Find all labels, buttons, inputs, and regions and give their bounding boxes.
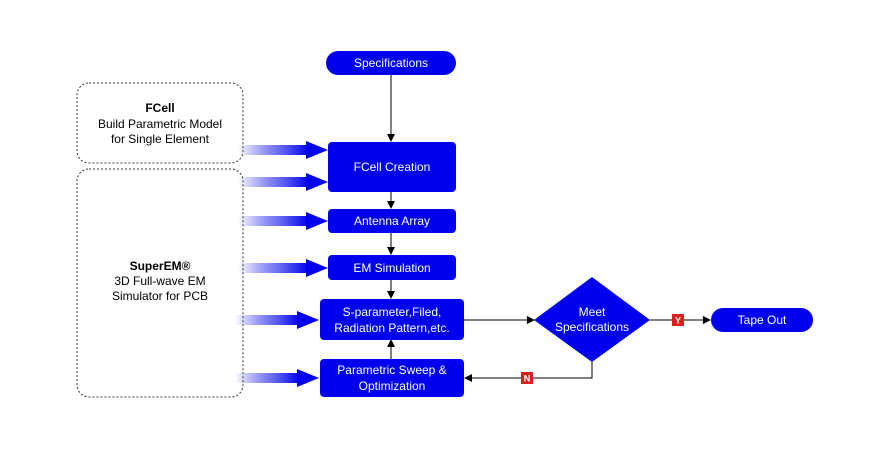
superem-panel-title: SuperEM® bbox=[130, 259, 191, 273]
feed-arrow bbox=[238, 141, 328, 159]
feed-arrow bbox=[235, 311, 319, 329]
node-meet-specifications: Meet Specifications bbox=[534, 277, 650, 362]
node-parametric-sweep: Parametric Sweep & Optimization bbox=[320, 359, 464, 397]
node-antenna-array: Antenna Array bbox=[328, 209, 456, 233]
node-specifications: Specifications bbox=[326, 51, 456, 75]
node-parametric-sweep-line-1: Parametric Sweep & bbox=[337, 363, 446, 377]
node-tape-out-label: Tape Out bbox=[738, 313, 787, 327]
node-em-simulation: EM Simulation bbox=[328, 255, 456, 280]
node-fcell-creation: FCell Creation bbox=[328, 142, 456, 192]
feed-arrow bbox=[235, 369, 319, 387]
superem-panel: SuperEM® 3D Full-wave EM Simulator for P… bbox=[76, 168, 244, 398]
fcell-panel-border bbox=[76, 82, 244, 164]
node-s-parameter-line-1: S-parameter,Filed, bbox=[343, 305, 442, 319]
superem-panel-line-1: 3D Full-wave EM bbox=[114, 274, 205, 288]
node-s-parameter: S-parameter,Filed, Radiation Pattern,etc… bbox=[320, 299, 464, 340]
fcell-panel-line-2: for Single Element bbox=[111, 132, 210, 146]
tag-yes: Y bbox=[672, 314, 684, 326]
node-parametric-sweep-line-2: Optimization bbox=[359, 379, 426, 393]
node-fcell-creation-label: FCell Creation bbox=[354, 160, 431, 174]
tag-yes-label: Y bbox=[675, 316, 681, 326]
fcell-panel: FCell Build Parametric Model for Single … bbox=[76, 82, 244, 164]
node-tape-out: Tape Out bbox=[711, 308, 813, 332]
superem-panel-line-2: Simulator for PCB bbox=[112, 289, 208, 303]
node-meet-specifications-line-2: Specifications bbox=[555, 320, 629, 334]
feed-arrow bbox=[238, 173, 328, 191]
fcell-panel-line-1: Build Parametric Model bbox=[98, 117, 222, 131]
tag-no-label: N bbox=[524, 374, 531, 384]
fcell-panel-title: FCell bbox=[145, 101, 174, 115]
connector-decision-no bbox=[464, 361, 593, 382]
tag-no: N bbox=[521, 372, 533, 384]
node-antenna-array-label: Antenna Array bbox=[354, 214, 430, 228]
node-s-parameter-line-2: Radiation Pattern,etc. bbox=[334, 321, 449, 335]
node-em-simulation-label: EM Simulation bbox=[353, 261, 430, 275]
feed-arrow bbox=[238, 259, 328, 277]
node-meet-specifications-line-1: Meet bbox=[579, 305, 606, 319]
feed-arrow bbox=[238, 212, 328, 230]
node-specifications-label: Specifications bbox=[354, 56, 428, 70]
